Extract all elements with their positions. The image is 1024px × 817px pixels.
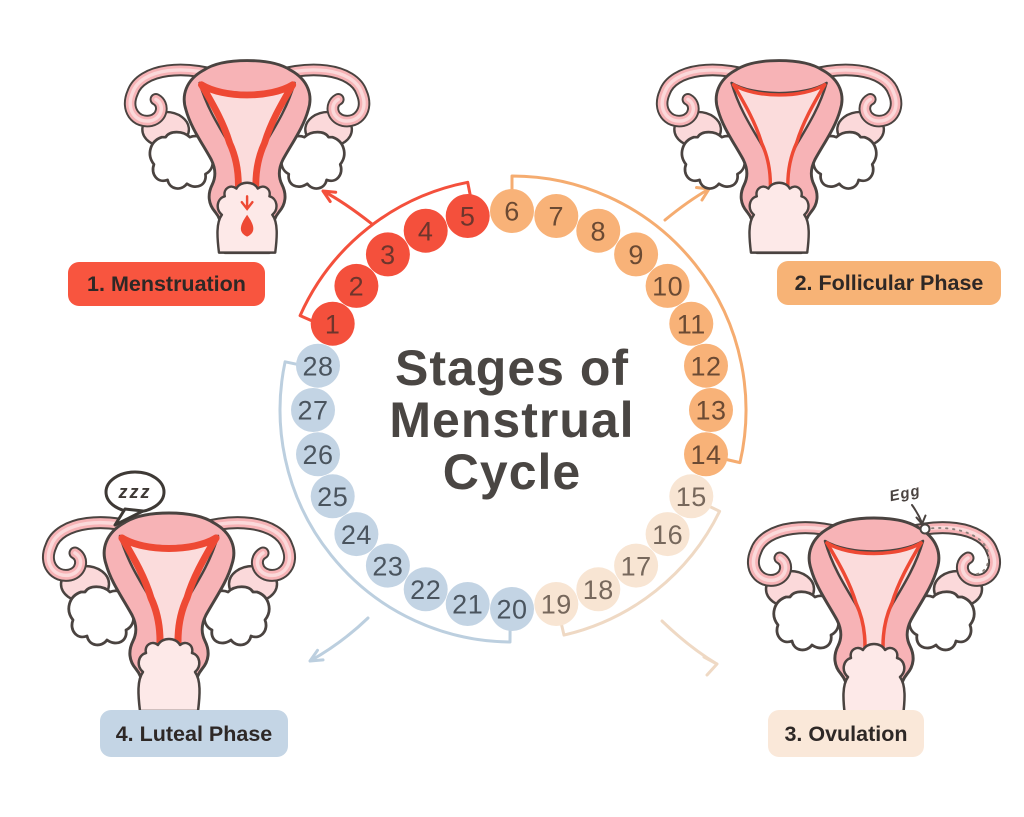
day-circle: [310, 301, 355, 346]
day-number: 24: [341, 520, 372, 550]
egg-annotation: Egg: [888, 482, 990, 575]
ovulation-arrow: [660, 619, 719, 677]
title-line-1: Stages of: [395, 340, 629, 396]
badge-ovulation: 3. Ovulation: [768, 710, 924, 757]
day-circle: [614, 232, 659, 277]
day-number: 2: [349, 272, 365, 302]
menstruation-arc: [298, 180, 472, 323]
uterus-luteal: zzz: [48, 470, 289, 711]
day-number: 5: [460, 202, 476, 232]
day-number: 10: [652, 272, 683, 302]
day-circle: [334, 263, 379, 308]
day-circle: [614, 543, 659, 588]
day-number: 20: [496, 595, 527, 625]
day-circle: [684, 343, 728, 388]
day-number: 23: [372, 551, 403, 581]
uterus-menstruation: [130, 61, 364, 253]
day-number: 11: [677, 309, 706, 339]
uterus-follicular: [662, 61, 896, 253]
badge-menstruation-label: 1. Menstruation: [87, 272, 246, 296]
badge-ovulation-label: 3. Ovulation: [784, 722, 907, 746]
title-line-3: Cycle: [443, 444, 581, 500]
day-circle: [645, 512, 690, 557]
day-number: 12: [690, 351, 721, 381]
day-circle: [684, 432, 728, 477]
egg-label: Egg: [888, 482, 922, 505]
diagram-title: Stages of Menstrual Cycle: [389, 340, 634, 500]
day-circle: [365, 543, 410, 588]
sleep-bubble: zzz: [104, 470, 166, 527]
egg-icon: [919, 523, 931, 535]
day-circle: [689, 388, 733, 432]
day-number: 15: [676, 482, 707, 512]
menstruation-arrow: [321, 189, 374, 226]
day-circle: [334, 512, 379, 557]
day-number: 26: [302, 440, 333, 470]
badge-follicular: 2. Follicular Phase: [777, 261, 1001, 305]
day-number: 19: [541, 590, 572, 620]
day-circle: [445, 194, 490, 238]
day-circle: [576, 208, 621, 253]
badge-menstruation: 1. Menstruation: [68, 262, 265, 306]
day-circle: [490, 189, 534, 233]
day-circle: [445, 582, 490, 626]
day-circle: [645, 263, 690, 308]
uterus-ovulation: Egg: [753, 482, 994, 716]
day-number: 22: [410, 575, 441, 605]
day-number: 4: [418, 216, 434, 246]
title-line-2: Menstrual: [389, 392, 634, 448]
day-circle: [291, 388, 335, 432]
day-number: 8: [591, 216, 607, 246]
day-circle: [669, 474, 714, 519]
follicular-arrow: [663, 186, 711, 222]
badge-luteal-label: 4. Luteal Phase: [116, 722, 273, 746]
day-number: 25: [317, 482, 348, 512]
day-number: 18: [583, 575, 614, 605]
day-circle: [296, 343, 340, 388]
day-circle: [403, 208, 448, 253]
follicular-arc: [510, 174, 748, 465]
day-circle: [576, 567, 621, 612]
day-number: 27: [297, 396, 328, 426]
day-circle: [403, 567, 448, 612]
day-circle: [534, 194, 579, 238]
day-number: 7: [549, 202, 565, 232]
day-circle: [365, 232, 410, 277]
sleep-label: zzz: [118, 482, 152, 502]
badge-follicular-label: 2. Follicular Phase: [795, 271, 984, 295]
day-circle: [310, 474, 355, 519]
day-number: 16: [652, 520, 683, 550]
blood-drop-icon: [240, 195, 254, 237]
day-number: 9: [628, 240, 644, 270]
day-circle: [669, 301, 714, 346]
ovulation-arc: [559, 503, 722, 637]
day-number: 13: [695, 396, 726, 426]
day-number: 17: [621, 551, 652, 581]
day-number: 14: [690, 440, 721, 470]
day-number: 3: [380, 240, 396, 270]
day-number: 21: [452, 590, 483, 620]
day-circle: [534, 582, 579, 626]
luteal-arc: [278, 360, 512, 644]
luteal-arrow: [308, 616, 370, 663]
day-number: 28: [302, 351, 333, 381]
day-number: 6: [504, 197, 520, 227]
day-circle: [490, 587, 534, 631]
badge-luteal: 4. Luteal Phase: [100, 710, 288, 757]
day-number: 1: [325, 309, 341, 339]
day-circle: [296, 432, 340, 477]
